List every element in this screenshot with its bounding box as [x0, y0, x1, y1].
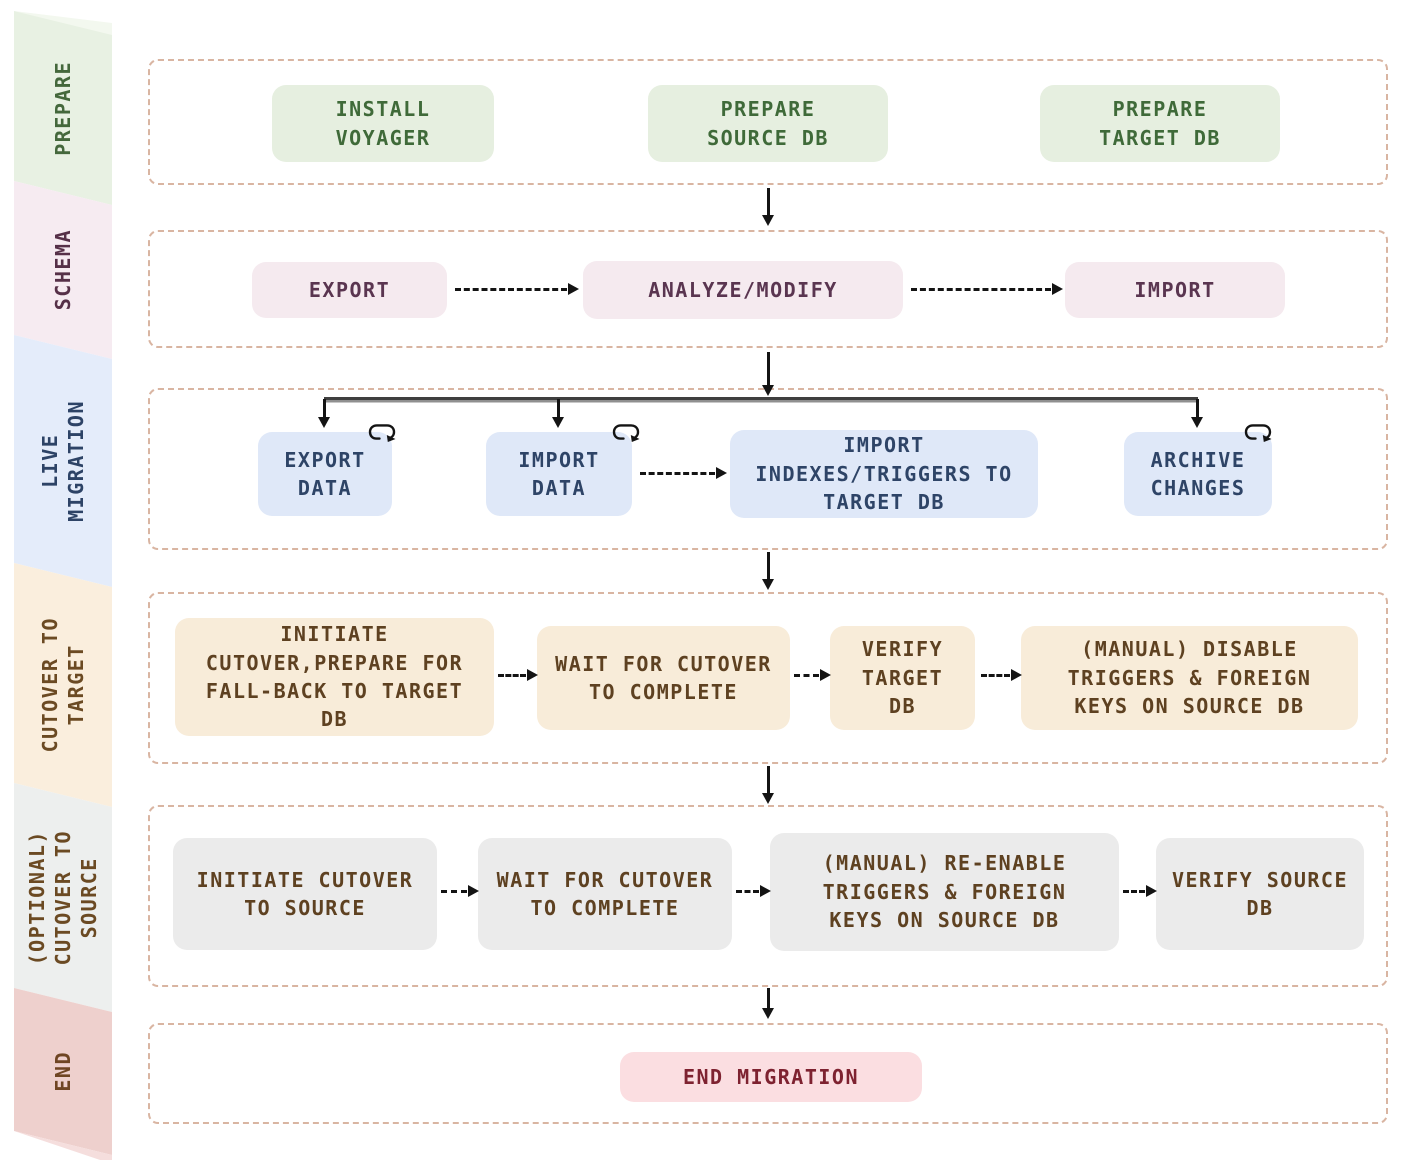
arrow-initiate-to-wait-target [498, 669, 538, 681]
node-verify-source-db: VERIFY SOURCE DB [1156, 838, 1364, 950]
band-label-end: END [51, 1051, 75, 1092]
band-live-migration: LIVE MIGRATION [14, 335, 112, 587]
arrow-wait-to-reenable [736, 885, 771, 897]
arrow-fork-to-import-data [557, 399, 560, 418]
arrow-schema-to-live [767, 352, 770, 386]
node-export-data: EXPORT DATA [258, 432, 392, 516]
node-analyze-modify: ANALYZE/MODIFY [583, 261, 903, 319]
lane-cutover-source [148, 805, 1388, 987]
arrow-importdata-to-indexes [640, 467, 727, 479]
band-label-schema: SCHEMA [51, 229, 75, 311]
node-end-migration: END MIGRATION [620, 1052, 922, 1102]
node-initiate-cutover-source: INITIATE CUTOVER TO SOURCE [173, 838, 437, 950]
arrow-initiate-to-wait-source [441, 885, 479, 897]
band-label-cutover-target: CUTOVER TO TARGET [38, 617, 88, 753]
band-cutover-target: CUTOVER TO TARGET [14, 563, 112, 807]
lane-prepare [148, 59, 1388, 185]
band-label-live-migration: LIVE MIGRATION [38, 400, 88, 522]
arrow-cutover-target-to-source [767, 766, 770, 794]
node-prepare-source-db: PREPARE SOURCE DB [648, 85, 888, 162]
band-prepare: PREPARE [14, 11, 112, 205]
node-initiate-cutover-target: INITIATE CUTOVER,PREPARE FOR FALL-BACK T… [175, 618, 494, 736]
node-prepare-target-db: PREPARE TARGET DB [1040, 85, 1280, 162]
arrow-export-to-analyze [455, 283, 579, 295]
node-import-schema: IMPORT [1065, 262, 1285, 318]
arrow-wait-to-verify-target [794, 669, 831, 681]
band-label-prepare: PREPARE [51, 60, 75, 156]
band-label-cutover-source: (OPTIONAL) CUTOVER TO SOURCE [25, 829, 101, 966]
lane-schema [148, 230, 1388, 348]
node-install-voyager: INSTALL VOYAGER [272, 85, 494, 162]
band-cutover-source: (OPTIONAL) CUTOVER TO SOURCE [14, 783, 112, 1012]
node-wait-cutover-source: WAIT FOR CUTOVER TO COMPLETE [478, 838, 732, 950]
node-verify-target-db: VERIFY TARGET DB [830, 626, 975, 730]
node-disable-triggers: (MANUAL) DISABLE TRIGGERS & FOREIGN KEYS… [1021, 626, 1358, 730]
fork-bar [324, 397, 1198, 400]
node-import-data: IMPORT DATA [486, 432, 632, 516]
node-reenable-triggers: (MANUAL) RE-ENABLE TRIGGERS & FOREIGN KE… [770, 833, 1119, 951]
lane-cutover-target [148, 592, 1388, 764]
arrow-live-to-cutover-target [767, 552, 770, 580]
arrow-fork-to-archive-changes [1196, 399, 1199, 418]
lane-end [148, 1023, 1388, 1124]
node-import-indexes-triggers: IMPORT INDEXES/TRIGGERS TO TARGET DB [730, 430, 1038, 518]
arrow-verify-to-disable [981, 669, 1022, 681]
loop-icon [1244, 422, 1272, 442]
arrow-cutover-source-to-end [767, 988, 770, 1009]
band-end: END [14, 988, 112, 1155]
loop-icon [368, 422, 396, 442]
node-export-schema: EXPORT [252, 262, 447, 318]
arrow-reenable-to-verify-source [1123, 885, 1157, 897]
loop-icon [612, 422, 640, 442]
node-archive-changes: ARCHIVE CHANGES [1124, 432, 1272, 516]
arrow-fork-to-export-data [323, 399, 326, 418]
band-schema: SCHEMA [14, 181, 112, 359]
arrow-prepare-to-schema [767, 188, 770, 216]
node-wait-cutover-target: WAIT FOR CUTOVER TO COMPLETE [537, 626, 790, 730]
arrow-analyze-to-import [911, 283, 1063, 295]
